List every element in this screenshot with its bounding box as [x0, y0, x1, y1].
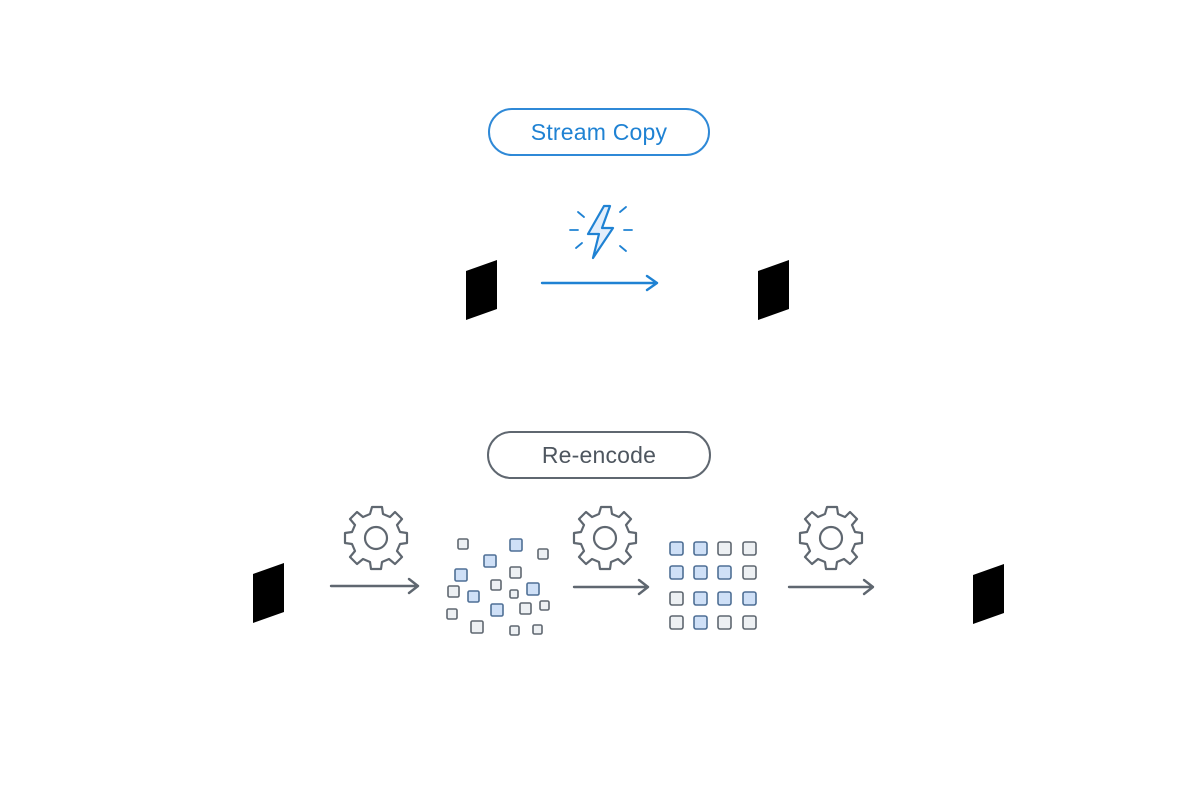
stream-copy-label-text: Stream Copy — [530, 118, 668, 145]
package-icon — [184, 535, 297, 653]
scattered-pixels-icon — [446, 538, 550, 636]
lightning-bolt-icon — [569, 204, 633, 260]
gear-icon — [798, 505, 864, 571]
re-encode-label-text: Re-encode — [541, 441, 657, 468]
gear-icon — [572, 505, 638, 571]
package-icon — [397, 232, 510, 350]
package-icon — [689, 232, 802, 350]
re-encode-label: Re-encode — [487, 431, 711, 479]
arrow-right-icon — [540, 274, 659, 292]
arrow-right-icon — [572, 578, 650, 596]
arrow-right-icon — [787, 578, 875, 596]
package-icon — [904, 536, 1017, 654]
gear-icon — [343, 505, 409, 571]
pixel-grid-icon — [669, 541, 757, 630]
arrow-right-icon — [329, 577, 420, 595]
stream-copy-label: Stream Copy — [488, 108, 710, 156]
